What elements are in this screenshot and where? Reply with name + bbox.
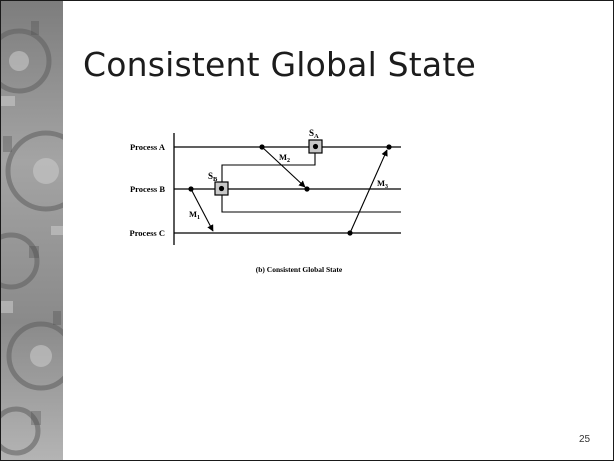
- diagram-caption: (b) Consistent Global State: [256, 265, 343, 274]
- gear-pattern-image: [1, 1, 63, 460]
- message-m2-arrow: [261, 146, 306, 188]
- message-label-m1: M1: [189, 209, 200, 221]
- snapshot-box-sb-process-b: [214, 181, 229, 196]
- event-dot: [347, 230, 353, 236]
- slide-title: Consistent Global State: [83, 45, 476, 84]
- snapshot-label-sb-process-b: SB: [208, 171, 218, 183]
- message-m1-arrow: [190, 188, 214, 232]
- process-a-label: Process A: [130, 142, 166, 152]
- snapshot-cut-lower: [221, 195, 401, 213]
- message-label-m3: M3: [377, 178, 388, 190]
- process-c-label: Process C: [130, 228, 166, 238]
- snapshot-label-sa: SA: [309, 128, 319, 140]
- event-dot: [386, 144, 392, 150]
- event-dot: [304, 186, 310, 192]
- event-dot: [188, 186, 194, 192]
- decorative-gear-strip: [1, 1, 63, 460]
- message-label-m2: M2: [279, 152, 290, 164]
- page-number: 25: [579, 434, 591, 445]
- snapshot-cut-upper: [221, 153, 316, 183]
- process-b-label: Process B: [130, 184, 165, 194]
- snapshot-box-sa: [308, 139, 323, 154]
- message-m3-arrow: [349, 149, 388, 234]
- global-state-diagram: Process A Process B Process C t t t: [130, 128, 401, 274]
- event-dot: [259, 144, 265, 150]
